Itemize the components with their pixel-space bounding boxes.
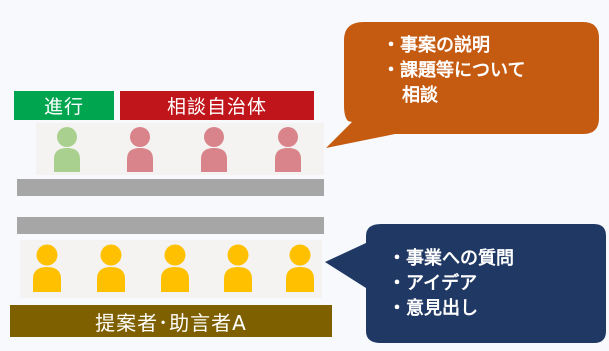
callout-bottom-item: ・事業への質問 (388, 248, 514, 269)
municipality-person-icon (201, 127, 227, 172)
proposer-person-icon (97, 244, 125, 292)
municipality-person-icon (127, 127, 153, 172)
callout-bottom-bubble (325, 224, 606, 343)
proposer-person-icon (161, 244, 189, 292)
facilitator-person-icon (54, 127, 80, 172)
callout-top-item: 相談 (402, 85, 438, 106)
municipality-label: 相談自治体 (120, 91, 314, 120)
callout-top-item: ・課題等について (382, 60, 526, 81)
table-top (17, 179, 324, 196)
callout-top-item: ・事案の説明 (382, 35, 490, 56)
callout-bottom-item: ・アイデア (388, 273, 478, 294)
facilitator-label: 進行 (14, 91, 114, 120)
proposer-person-icon (224, 244, 252, 292)
proposers-label: 提案者･助言者A (10, 305, 332, 337)
municipality-person-icon (275, 127, 301, 172)
callout-top-text: ・事案の説明 ・課題等について 相談 (382, 33, 525, 108)
callout-bottom-item: ・意見出し (388, 298, 478, 319)
table-bottom (17, 217, 324, 234)
proposer-person-icon (33, 244, 61, 292)
callout-bottom-text: ・事業への質問 ・アイデア ・意見出し (388, 246, 514, 321)
proposer-person-icon (286, 244, 314, 292)
